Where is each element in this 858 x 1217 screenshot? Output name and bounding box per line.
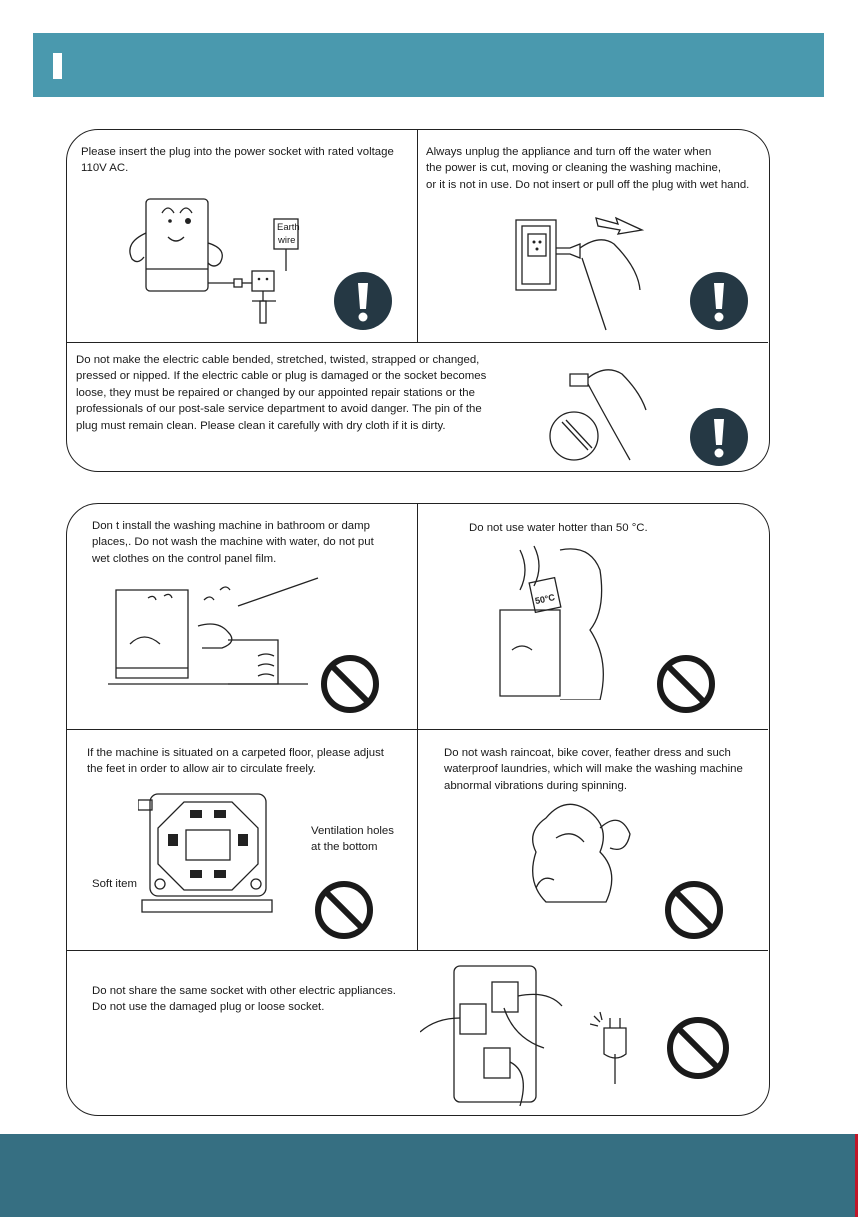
divider	[67, 950, 768, 951]
instruction-cable-care: Do not make the electric cable bended, s…	[76, 354, 487, 432]
damaged-plug-illustration	[590, 1010, 640, 1086]
warning-section	[66, 129, 770, 472]
instruction-shared-socket: Do not share the same socket with other …	[92, 985, 396, 1014]
prohibition-section	[66, 503, 770, 1116]
raincoat-illustration	[516, 798, 636, 913]
prohibit-icon	[666, 1016, 730, 1080]
temperature-sign: 50°C	[534, 592, 556, 606]
header-band	[33, 33, 824, 97]
warning-icon	[690, 408, 748, 466]
unplug-hand-illustration	[512, 208, 662, 333]
divider	[67, 342, 768, 343]
warning-icon	[690, 272, 748, 330]
machine-earth-wire-illustration	[124, 193, 314, 333]
prohibit-icon	[656, 654, 716, 714]
instruction-waterproof-laundry: Do not wash raincoat, bike cover, feathe…	[444, 747, 743, 792]
footer-band	[0, 1134, 858, 1217]
label-ventilation-holes: Ventilation holes at the bottom	[311, 825, 394, 854]
machine-bottom-illustration	[138, 788, 278, 918]
label-soft-item: Soft item	[92, 878, 137, 890]
cable-plug-illustration	[548, 360, 648, 464]
machine-water-spray-illustration	[108, 570, 328, 688]
prohibit-icon	[314, 880, 374, 940]
footer-edge-accent	[855, 1134, 858, 1217]
callout-earth-label: Earth	[277, 222, 300, 233]
header-marker	[53, 53, 62, 79]
instruction-no-bathroom: Don t install the washing machine in bat…	[92, 520, 374, 565]
instruction-unplug: Always unplug the appliance and turn off…	[426, 146, 750, 191]
instruction-carpet-floor: If the machine is situated on a carpeted…	[87, 747, 384, 776]
warning-icon	[334, 272, 392, 330]
prohibit-icon	[664, 880, 724, 940]
divider	[417, 130, 418, 342]
instruction-water-temperature: Do not use water hotter than 50 °C.	[469, 522, 648, 534]
prohibit-icon	[320, 654, 380, 714]
instruction-plug-voltage: Please insert the plug into the power so…	[81, 146, 394, 175]
divider	[417, 504, 418, 950]
callout-wire-label: wire	[278, 235, 296, 246]
multi-plug-socket-illustration	[420, 960, 570, 1110]
hot-water-illustration: 50°C	[490, 540, 630, 700]
